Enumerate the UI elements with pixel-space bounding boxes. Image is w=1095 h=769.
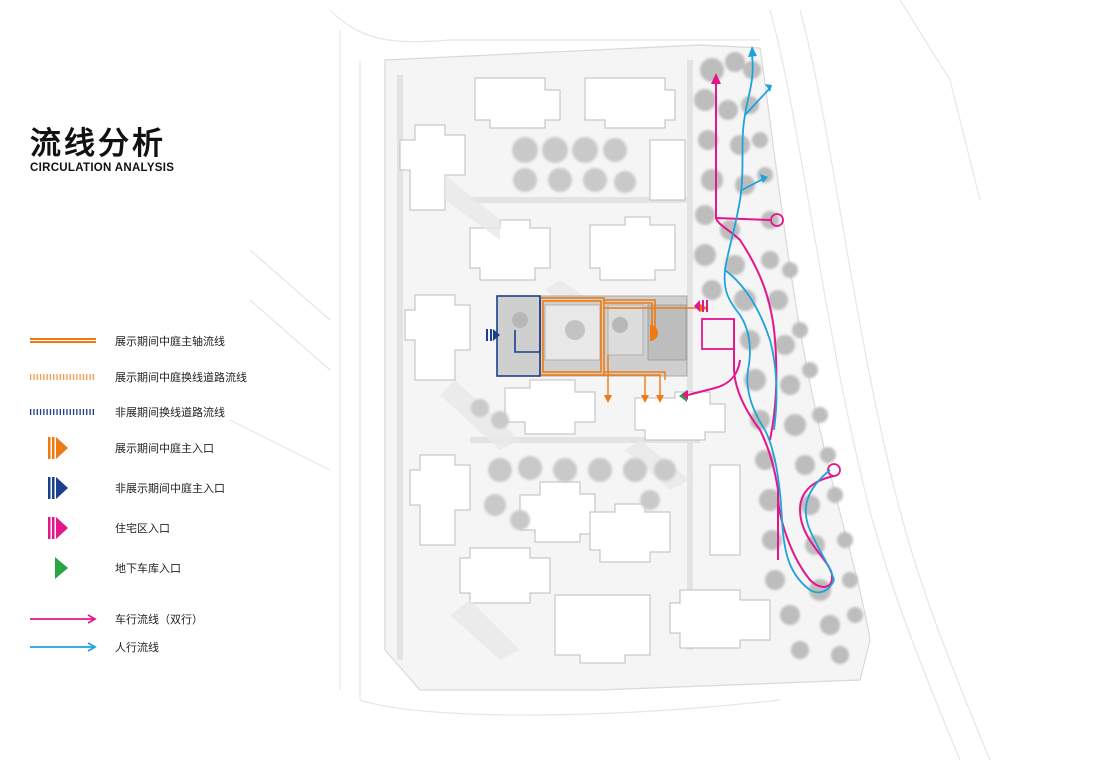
magenta-arrow-line-icon: [30, 614, 97, 624]
orange-entry-marker: [650, 325, 658, 341]
pedestrian-route-arrows: [748, 46, 772, 183]
legend-label: 展示期间中庭换线道路流线: [115, 371, 247, 384]
navy-entry-marker: [486, 329, 500, 341]
legend-label: 非展期间换线道路流线: [115, 406, 225, 419]
legend-item-non-exhibition-entry: 非展示期间中庭主入口: [28, 476, 288, 500]
pedestrian-route: [723, 54, 835, 594]
legend-item-garage-entry: 地下车库入口: [28, 556, 288, 580]
orange-dashed-line-symbol: [30, 374, 96, 380]
cyan-arrow-line-icon: [30, 642, 97, 652]
magenta-entry-arrow-icon: [48, 517, 68, 539]
page-title: 流线分析: [30, 126, 166, 162]
legend: 展示期间中庭主轴流线 展示期间中庭换线道路流线 非展期间换线道路流线 展示期间中…: [28, 0, 288, 769]
legend-item-residential-entry: 住宅区入口: [28, 516, 288, 540]
orange-entry-arrow-icon: [48, 437, 68, 459]
legend-item-main-axis: 展示期间中庭主轴流线: [28, 329, 288, 353]
blue-dashed-line-symbol: [30, 409, 96, 415]
page-subtitle: CIRCULATION ANALYSIS: [30, 162, 175, 174]
legend-item-pedestrian-route: 人行流线: [28, 635, 288, 659]
legend-label: 展示期间中庭主入口: [115, 442, 214, 455]
legend-label: 住宅区入口: [115, 522, 170, 535]
blue-entry-arrow-icon: [48, 477, 68, 499]
orange-transfer-route: [604, 307, 700, 395]
legend-label: 地下车库入口: [115, 562, 181, 575]
tree-clusters: [471, 137, 676, 530]
legend-item-vehicle-route: 车行流线（双行）: [28, 607, 288, 631]
orange-double-line-symbol: [30, 338, 96, 343]
legend-label: 展示期间中庭主轴流线: [115, 335, 225, 348]
legend-label: 车行流线（双行）: [115, 613, 203, 626]
green-triangle-icon: [55, 557, 68, 579]
surrounding-roads: [229, 0, 991, 761]
legend-item-exhibition-entry: 展示期间中庭主入口: [28, 436, 288, 460]
residential-buildings: [399, 77, 771, 664]
vehicle-route-arrows: [682, 73, 841, 477]
legend-item-transfer-non-exhibition: 非展期间换线道路流线: [28, 400, 288, 424]
legend-label: 人行流线: [115, 641, 159, 654]
legend-label: 非展示期间中庭主入口: [115, 482, 225, 495]
magenta-residential-entry-center: [694, 300, 708, 312]
legend-item-transfer-exhibition: 展示期间中庭换线道路流线: [28, 365, 288, 389]
